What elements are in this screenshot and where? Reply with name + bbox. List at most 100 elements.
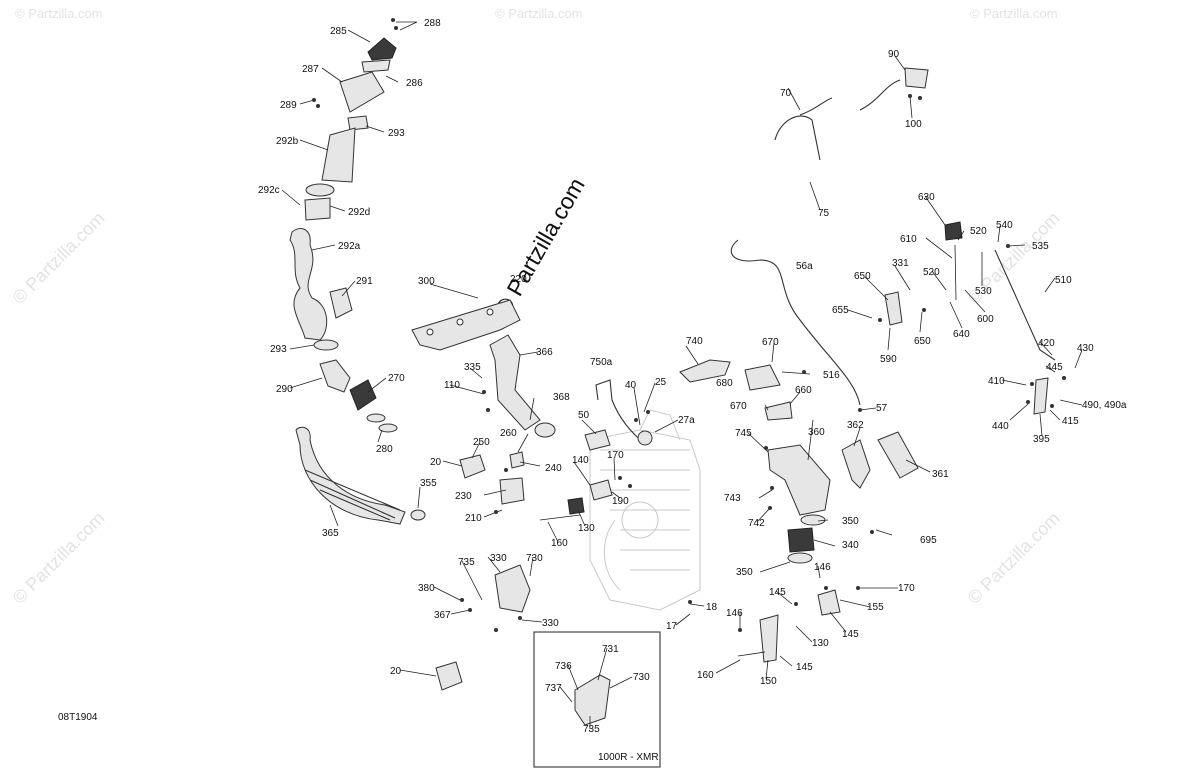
callout-440: 440 (992, 421, 1009, 432)
callout-90: 90 (888, 49, 900, 60)
callout-640: 640 (953, 329, 970, 340)
panel-361 (877, 431, 919, 479)
callout-520: 520 (970, 226, 987, 237)
callout-labels: 288 285 286 287 289 293 292b 292c 292d 2… (258, 18, 1127, 735)
callout-288: 288 (424, 18, 441, 29)
variant-label: 1000R - XMR (598, 752, 659, 763)
callout-530: 530 (975, 286, 992, 297)
watermark-small: © Partzilla.com (9, 208, 109, 308)
callout-695: 695 (920, 535, 937, 546)
callout-292c: 292c (258, 185, 280, 196)
callout-145: 145 (769, 587, 786, 598)
callout-650: 650 (914, 336, 931, 347)
bracket-680 (744, 364, 781, 391)
gasket-300 (411, 299, 521, 351)
callout-516: 516 (823, 370, 840, 381)
callout-140: 140 (572, 455, 589, 466)
callout-730: 730 (526, 553, 543, 564)
callout-735: 735 (458, 557, 475, 568)
inset-bracket (574, 674, 611, 726)
callout-655: 655 (832, 305, 849, 316)
watermark-small: © Partzilla.com (495, 6, 583, 21)
intake-duct-365 (295, 426, 426, 525)
callout-670: 670 (730, 401, 747, 412)
callout-230: 230 (455, 491, 472, 502)
bracket-250 (459, 451, 525, 505)
callout-540: 540 (996, 220, 1013, 231)
bracket-330 (494, 564, 531, 613)
callout-670: 670 (762, 337, 779, 348)
callout-130: 130 (812, 638, 829, 649)
rod-510 (994, 249, 1056, 361)
callout-20: 20 (390, 666, 402, 677)
callout-280: 280 (376, 444, 393, 455)
intake-cap-285 (339, 37, 397, 131)
callout-360: 360 (808, 427, 825, 438)
callout-292a: 292a (338, 241, 361, 252)
callout-56a: 56a (796, 261, 813, 272)
callout-293: 293 (388, 128, 405, 139)
cable-70 (774, 97, 833, 161)
callout-365: 365 (322, 528, 339, 539)
callout-410: 410 (988, 376, 1005, 387)
callout-380: 380 (418, 583, 435, 594)
callout-20: 20 (430, 457, 442, 468)
callout-350: 350 (736, 567, 753, 578)
callout-330: 330 (490, 553, 507, 564)
callout-731: 731 (602, 644, 619, 655)
callout-742: 742 (748, 518, 765, 529)
watermark-main: © Partzilla.com (490, 173, 590, 320)
callout-170: 170 (607, 450, 624, 461)
callout-170: 170 (898, 583, 915, 594)
callout-292d: 292d (348, 207, 370, 218)
callout-430: 430 (1077, 343, 1094, 354)
cable-56a (730, 239, 861, 406)
engine-illustration (589, 409, 701, 611)
callout-395: 395 (1033, 434, 1050, 445)
callout-293: 293 (270, 344, 287, 355)
callout-736: 736 (555, 661, 572, 672)
callout-361: 361 (932, 469, 949, 480)
callout-289: 289 (280, 100, 297, 111)
callout-368: 368 (553, 392, 570, 403)
leader-lines (281, 21, 1083, 729)
callout-680: 680 (716, 378, 733, 389)
callout-57: 57 (876, 403, 888, 414)
callout-510: 510 (1055, 275, 1072, 286)
bracket-660 (764, 401, 793, 421)
callout-600: 600 (977, 314, 994, 325)
callout-750a: 750a (590, 357, 613, 368)
callout-146: 146 (726, 608, 743, 619)
fasteners (312, 18, 1066, 632)
callout-286: 286 (406, 78, 423, 89)
callout-160: 160 (697, 670, 714, 681)
bracket-740 (679, 359, 731, 383)
callout-300: 300 (418, 276, 435, 287)
callout-740: 740 (686, 336, 703, 347)
callout-590: 590 (880, 354, 897, 365)
watermark-small: © Partzilla.com (15, 6, 103, 21)
duct-366 (489, 334, 556, 438)
watermark-small: © Partzilla.com (964, 508, 1064, 608)
callout-260: 260 (500, 428, 517, 439)
callout-145: 145 (796, 662, 813, 673)
callout-420: 420 (1038, 338, 1055, 349)
callout-160: 160 (551, 538, 568, 549)
callout-745: 745 (735, 428, 752, 439)
callout-362: 362 (847, 420, 864, 431)
callout-130: 130 (578, 523, 595, 534)
callout-366: 366 (536, 347, 553, 358)
callout-660: 660 (795, 385, 812, 396)
callout-100: 100 (905, 119, 922, 130)
callout-240: 240 (545, 463, 562, 474)
callout-210: 210 (465, 513, 482, 524)
bracket-155 (817, 589, 841, 616)
callout-340: 340 (842, 540, 859, 551)
callout-630: 630 (918, 192, 935, 203)
arm-395 (1033, 377, 1049, 415)
callout-610: 610 (900, 234, 917, 245)
diagram-code: 08T1904 (58, 712, 98, 723)
cable-750a (584, 379, 653, 451)
intake-elbow-290 (319, 359, 398, 433)
